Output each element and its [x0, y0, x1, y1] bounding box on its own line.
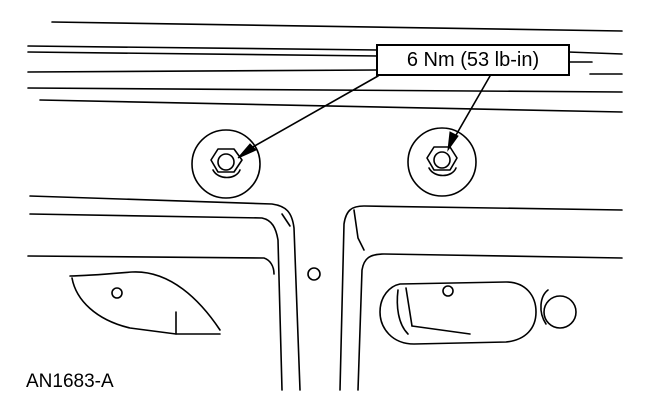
left-housing: [27, 195, 301, 391]
arrow-head-right: [447, 131, 459, 152]
left-bolt-hex-head: [210, 148, 243, 173]
right-bolt: [407, 127, 477, 197]
right-housing: [339, 205, 623, 391]
arrow-heads: [237, 131, 459, 159]
leader-to-left-bolt: [243, 75, 379, 153]
left-bolt: [191, 129, 261, 199]
upper-panel-lines: [27, 21, 623, 113]
torque-callout: 6 Nm (53 lb-in): [376, 44, 570, 76]
left-bolt-washer: [191, 129, 261, 199]
center-hole: [307, 267, 321, 281]
right-bolt-washer: [407, 127, 477, 197]
leader-to-right-bolt: [451, 75, 491, 143]
leader-arrows: [243, 75, 491, 153]
figure-id: AN1683-A: [26, 371, 114, 392]
arrow-head-left: [237, 143, 257, 159]
right-bolt-hex-head: [426, 146, 458, 171]
